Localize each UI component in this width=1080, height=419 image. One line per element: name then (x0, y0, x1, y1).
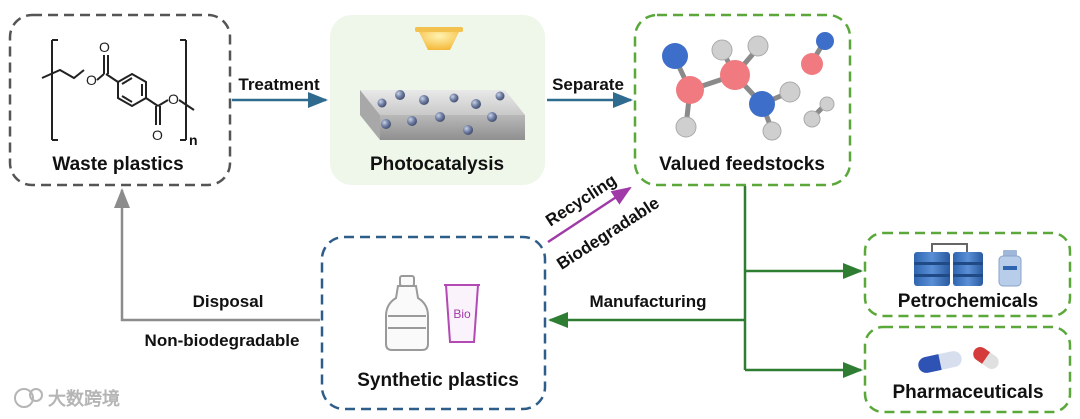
node-pharmaceuticals: Pharmaceuticals (863, 325, 1072, 414)
edge-recycling: Recycling Biodegradable (542, 171, 663, 274)
pharmaceuticals-box (863, 325, 1072, 414)
watermark: 大数跨境 (14, 388, 120, 410)
svg-text:O: O (99, 39, 110, 55)
synthetic-plastics-label: Synthetic plastics (357, 370, 519, 391)
edge-separate: Separate (547, 75, 633, 108)
node-petrochemicals: Petrochemicals (863, 231, 1072, 318)
synthetic-plastics-box (320, 235, 547, 411)
waste-plastics-box (8, 13, 232, 187)
waste-plastics-label: Waste plastics (52, 154, 183, 175)
light-lamp-icon (415, 27, 463, 50)
pet-molecule-icon: O O O O (41, 39, 195, 143)
petrochemicals-box (863, 231, 1072, 318)
non-biodegradable-label: Non-biodegradable (145, 331, 300, 350)
molecules-icon (662, 32, 835, 141)
photocatalysis-label: Photocatalysis (370, 154, 504, 175)
pill-capsules-icon (918, 346, 999, 373)
valued-feedstocks-box (633, 13, 852, 187)
recycling-arrow (547, 186, 632, 244)
watermark-text: 大数跨境 (48, 388, 120, 410)
chemical-tanks-icon (914, 243, 1022, 287)
valued-feedstocks-label: Valued feedstocks (659, 154, 825, 175)
bottle-icon (385, 275, 429, 351)
node-synthetic-plastics: Bio Synthetic plastics (320, 235, 547, 411)
disposal-label: Disposal (193, 292, 264, 311)
svg-text:O: O (86, 72, 97, 88)
svg-text:O: O (168, 91, 179, 107)
bio-cup-icon: Bio (444, 284, 480, 343)
node-photocatalysis: Photocatalysis (330, 15, 545, 185)
petrochemicals-label: Petrochemicals (898, 291, 1038, 312)
edge-disposal: Disposal Non-biodegradable (114, 188, 320, 350)
svg-text:O: O (152, 127, 163, 143)
node-waste-plastics: O O O O n Waste plastics (8, 13, 232, 187)
catalyst-particles-icon (377, 90, 505, 135)
treatment-label: Treatment (238, 75, 320, 94)
pharmaceuticals-label: Pharmaceuticals (892, 382, 1043, 403)
edge-manufacturing: Manufacturing (548, 186, 863, 378)
manufacturing-label: Manufacturing (589, 292, 706, 311)
edge-treatment: Treatment (232, 75, 328, 108)
separate-label: Separate (552, 75, 624, 94)
polymer-subscript: n (189, 132, 198, 148)
bio-cup-text: Bio (453, 307, 471, 321)
disposal-arrow (114, 188, 320, 322)
node-valued-feedstocks: Valued feedstocks (633, 13, 852, 187)
watermark-logo-icon (14, 388, 43, 408)
